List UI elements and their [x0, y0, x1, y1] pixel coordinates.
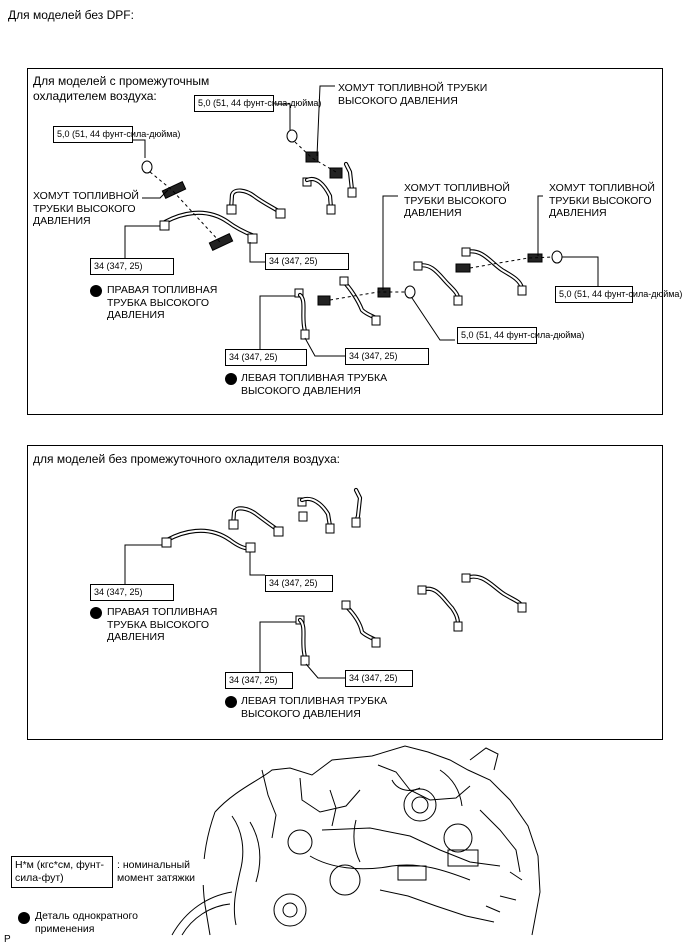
torque-box-small: 5,0 (51, 44 фунт-сила-дюйма): [53, 126, 180, 143]
torque-box-large: 34 (347, 25): [225, 349, 307, 366]
section1-left-pipe-drawing: [294, 247, 563, 340]
torque-box-large: 34 (347, 25): [90, 258, 174, 275]
corner-mark: P: [4, 934, 11, 945]
torque-box-large: 34 (347, 25): [90, 584, 174, 601]
torque-box-large: 34 (347, 25): [265, 575, 333, 592]
clamp-label: ХОМУТ ТОПЛИВНОЙ ТРУБКИ ВЫСОКОГО ДАВЛЕНИЯ: [549, 182, 655, 219]
single-use-mark: [225, 696, 237, 708]
single-use-mark: [90, 607, 102, 619]
left-pipe-label: ЛЕВАЯ ТОПЛИВНАЯ ТРУБКА ВЫСОКОГО ДАВЛЕНИЯ: [241, 695, 388, 720]
torque-box-small: 5,0 (51, 44 фунт-сила-дюйма): [555, 286, 682, 303]
torque-box-large: 34 (347, 25): [345, 670, 413, 687]
torque-box-large: 34 (347, 25): [225, 672, 293, 689]
section2-left-pipe-drawing: [295, 573, 527, 666]
legend-torque-desc: : номинальный момент затяжки: [117, 859, 207, 885]
torque-box-small: 5,0 (51, 44 фунт-сила-дюйма): [457, 327, 584, 344]
section2-title: для моделей без промежуточного охладител…: [33, 452, 340, 466]
left-pipe-label: ЛЕВАЯ ТОПЛИВНАЯ ТРУБКА ВЫСОКОГО ДАВЛЕНИЯ: [241, 372, 388, 397]
section2-right-pipe-drawing: [161, 487, 363, 553]
torque-box-large: 34 (347, 25): [265, 253, 349, 270]
clamp-label: ХОМУТ ТОПЛИВНОЙ ТРУБКИ ВЫСОКОГО ДАВЛЕНИЯ: [404, 182, 510, 219]
clamp-label: ХОМУТ ТОПЛИВНОЙ ТРУБКИ ВЫСОКОГО ДАВЛЕНИЯ: [33, 190, 139, 227]
torque-box-large: 34 (347, 25): [345, 348, 429, 365]
legend-single-use-mark: [18, 912, 30, 924]
section-with-intercooler: [27, 68, 663, 415]
legend-torque-unit-box: Н*м (кгс*см, фунт-сила-фут): [11, 856, 113, 888]
legend-single-use-text: Деталь однократного применения: [35, 910, 147, 936]
right-pipe-label: ПРАВАЯ ТОПЛИВНАЯ ТРУБКА ВЫСОКОГО ДАВЛЕНИ…: [107, 606, 218, 643]
right-pipe-label: ПРАВАЯ ТОПЛИВНАЯ ТРУБКА ВЫСОКОГО ДАВЛЕНИ…: [107, 284, 218, 321]
section1-title: Для моделей с промежуточным охладителем …: [33, 74, 210, 103]
torque-box-small: 5,0 (51, 44 фунт-сила-дюйма): [194, 95, 321, 112]
page-title: Для моделей без DPF:: [8, 8, 134, 22]
single-use-mark: [225, 373, 237, 385]
section1-right-pipe-drawing: [141, 129, 357, 251]
single-use-mark: [90, 285, 102, 297]
clamp-label: ХОМУТ ТОПЛИВНОЙ ТРУБКИ ВЫСОКОГО ДАВЛЕНИЯ: [338, 82, 488, 107]
section-without-intercooler: [27, 445, 663, 740]
